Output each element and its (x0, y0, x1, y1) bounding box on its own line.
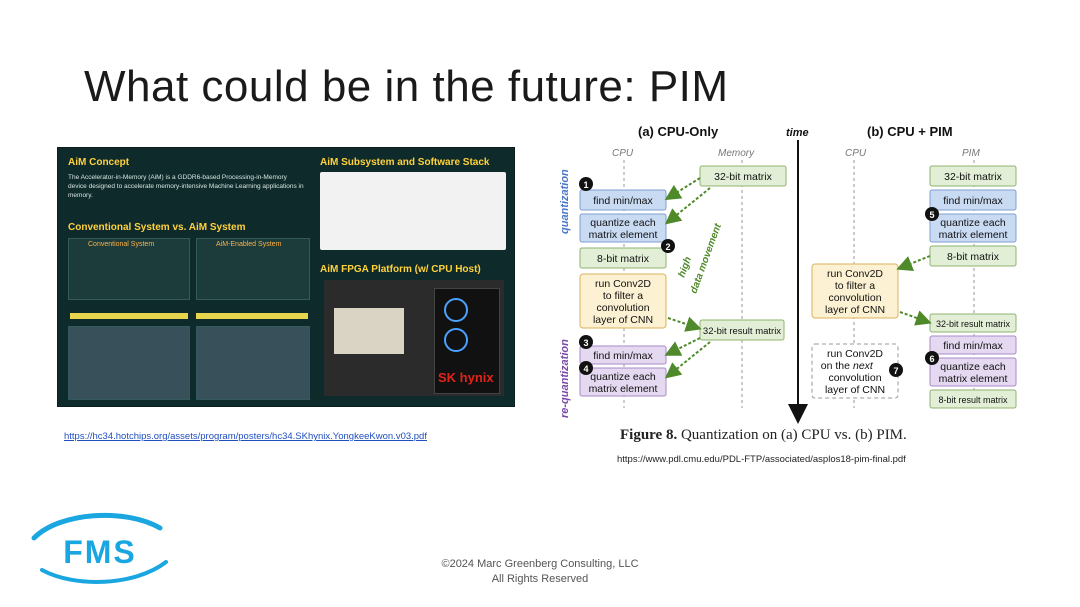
a-conv-label-2: to filter a (603, 290, 643, 302)
copyright: ©2024 Marc Greenberg Consulting, LLC All… (420, 557, 660, 587)
b-pim-32bit-label: 32-bit matrix (944, 171, 1003, 183)
fan-icon (444, 298, 468, 322)
copyright-line-2: All Rights Reserved (420, 572, 660, 587)
figure-caption: Figure 8. Quantization on (a) CPU vs. (b… (620, 427, 907, 444)
step-number-5: 5 (925, 207, 939, 221)
time-label: time (786, 127, 809, 139)
lane-cpu-b: CPU (845, 148, 867, 159)
step-number-6: 6 (925, 351, 939, 365)
lane-cpu-a: CPU (612, 148, 634, 159)
monitor-screen (334, 308, 404, 354)
a-quantize-label-2: matrix element (589, 229, 658, 241)
b-8bit-label: 8-bit matrix (947, 251, 1000, 263)
svg-text:2: 2 (665, 242, 670, 252)
b-result-label: 32-bit result matrix (936, 319, 1011, 329)
b-quantize-label-1: quantize each (940, 217, 1006, 229)
aim-poster-image: AiM Concept The Accelerator-in-Memory (A… (57, 147, 515, 407)
aim-concept-title: AiM Concept (68, 157, 129, 168)
svg-text:3: 3 (583, 338, 588, 348)
col-a-title: (a) CPU-Only (638, 124, 719, 139)
step-number-4: 4 (579, 361, 593, 375)
a-quantize2-label-1: quantize each (590, 371, 656, 383)
col-b-title: (b) CPU + PIM (867, 124, 953, 139)
caption-text: Quantization on (a) CPU vs. (b) PIM. (681, 427, 907, 443)
b-next-label-4: layer of CNN (825, 384, 885, 396)
b-find-minmax2-label: find min/max (943, 340, 1003, 352)
b-next-label-1: run Conv2D (827, 348, 883, 360)
b-next-label-3: convolution (828, 372, 881, 384)
lane-memory: Memory (718, 148, 755, 159)
step-number-2: 2 (661, 239, 675, 253)
logo-text: FMS (63, 534, 137, 570)
a-quantize-label-1: quantize each (590, 217, 656, 229)
aim-concept-text: The Accelerator-in-Memory (AiM) is a GDD… (68, 173, 306, 200)
svg-text:7: 7 (893, 366, 898, 376)
side-requantization: re-quantization (559, 339, 571, 418)
arrow (668, 188, 710, 222)
subsystem-diagram (320, 172, 506, 250)
b-conv-label-3: convolution (828, 292, 881, 304)
a-conv-label-3: convolution (596, 302, 649, 314)
a-conv-label-1: run Conv2D (595, 278, 651, 290)
a-result-label: 32-bit result matrix (703, 326, 781, 337)
side-data-movement: data movement (688, 222, 724, 295)
b-quantize-label-2: matrix element (939, 229, 1008, 241)
subsystem-title: AiM Subsystem and Software Stack (320, 157, 490, 168)
a-find-minmax-label: find min/max (593, 195, 653, 207)
conv-vs-aim-title: Conventional System vs. AiM System (68, 222, 245, 233)
compute-bar-aim (196, 313, 308, 319)
a-quantize2-label-2: matrix element (589, 383, 658, 395)
a-memory-32bit-label: 32-bit matrix (714, 171, 773, 183)
lane-pim: PIM (962, 148, 980, 159)
aim-enabled-label: AiM-Enabled System (216, 241, 281, 248)
arrow (668, 342, 710, 376)
step-number-1: 1 (579, 177, 593, 191)
arrow (900, 256, 930, 268)
conventional-flow-diagram (68, 326, 190, 400)
slide-title: What could be in the future: PIM (84, 62, 729, 112)
copyright-line-1: ©2024 Marc Greenberg Consulting, LLC (420, 557, 660, 572)
b-8bit-result-label: 8-bit result matrix (938, 395, 1008, 405)
a-conv-label-4: layer of CNN (593, 314, 653, 326)
a-find-minmax2-label: find min/max (593, 350, 653, 362)
hotchips-link[interactable]: https://hc34.hotchips.org/assets/program… (64, 431, 427, 442)
arrow (668, 318, 698, 328)
sk-hynix-logo: SK hynix (438, 370, 494, 385)
b-quantize2-label-2: matrix element (939, 373, 1008, 385)
a-8bit-label: 8-bit matrix (597, 253, 650, 265)
side-high: high (676, 255, 694, 279)
side-quantization: quantization (559, 169, 571, 234)
fan-icon (444, 328, 468, 352)
quantization-figure: (a) CPU-Only (b) CPU + PIM time CPU Memo… (550, 118, 1030, 438)
arrow (668, 338, 700, 354)
conventional-label: Conventional System (88, 241, 154, 248)
svg-text:1: 1 (583, 180, 588, 190)
svg-text:6: 6 (929, 354, 934, 364)
b-conv-label-4: layer of CNN (825, 304, 885, 316)
svg-text:4: 4 (583, 364, 588, 374)
b-find-minmax-label: find min/max (943, 195, 1003, 207)
arrow (668, 178, 700, 198)
arrow (900, 312, 928, 322)
caption-label: Figure 8. (620, 427, 677, 443)
step-number-7: 7 (889, 363, 903, 377)
compute-bar-conventional (70, 313, 188, 319)
aim-flow-diagram (196, 326, 310, 400)
b-next-label-2b: next (853, 360, 874, 372)
b-next-label-2: on the (821, 360, 850, 372)
fpga-title: AiM FPGA Platform (w/ CPU Host) (320, 264, 481, 275)
step-number-3: 3 (579, 335, 593, 349)
svg-text:5: 5 (929, 210, 934, 220)
b-conv-label-1: run Conv2D (827, 268, 883, 280)
fms-logo: FMS (30, 508, 170, 588)
b-conv-label-2: to filter a (835, 280, 875, 292)
pdl-link[interactable]: https://www.pdl.cmu.edu/PDL-FTP/associat… (617, 454, 906, 465)
b-quantize2-label-1: quantize each (940, 361, 1006, 373)
